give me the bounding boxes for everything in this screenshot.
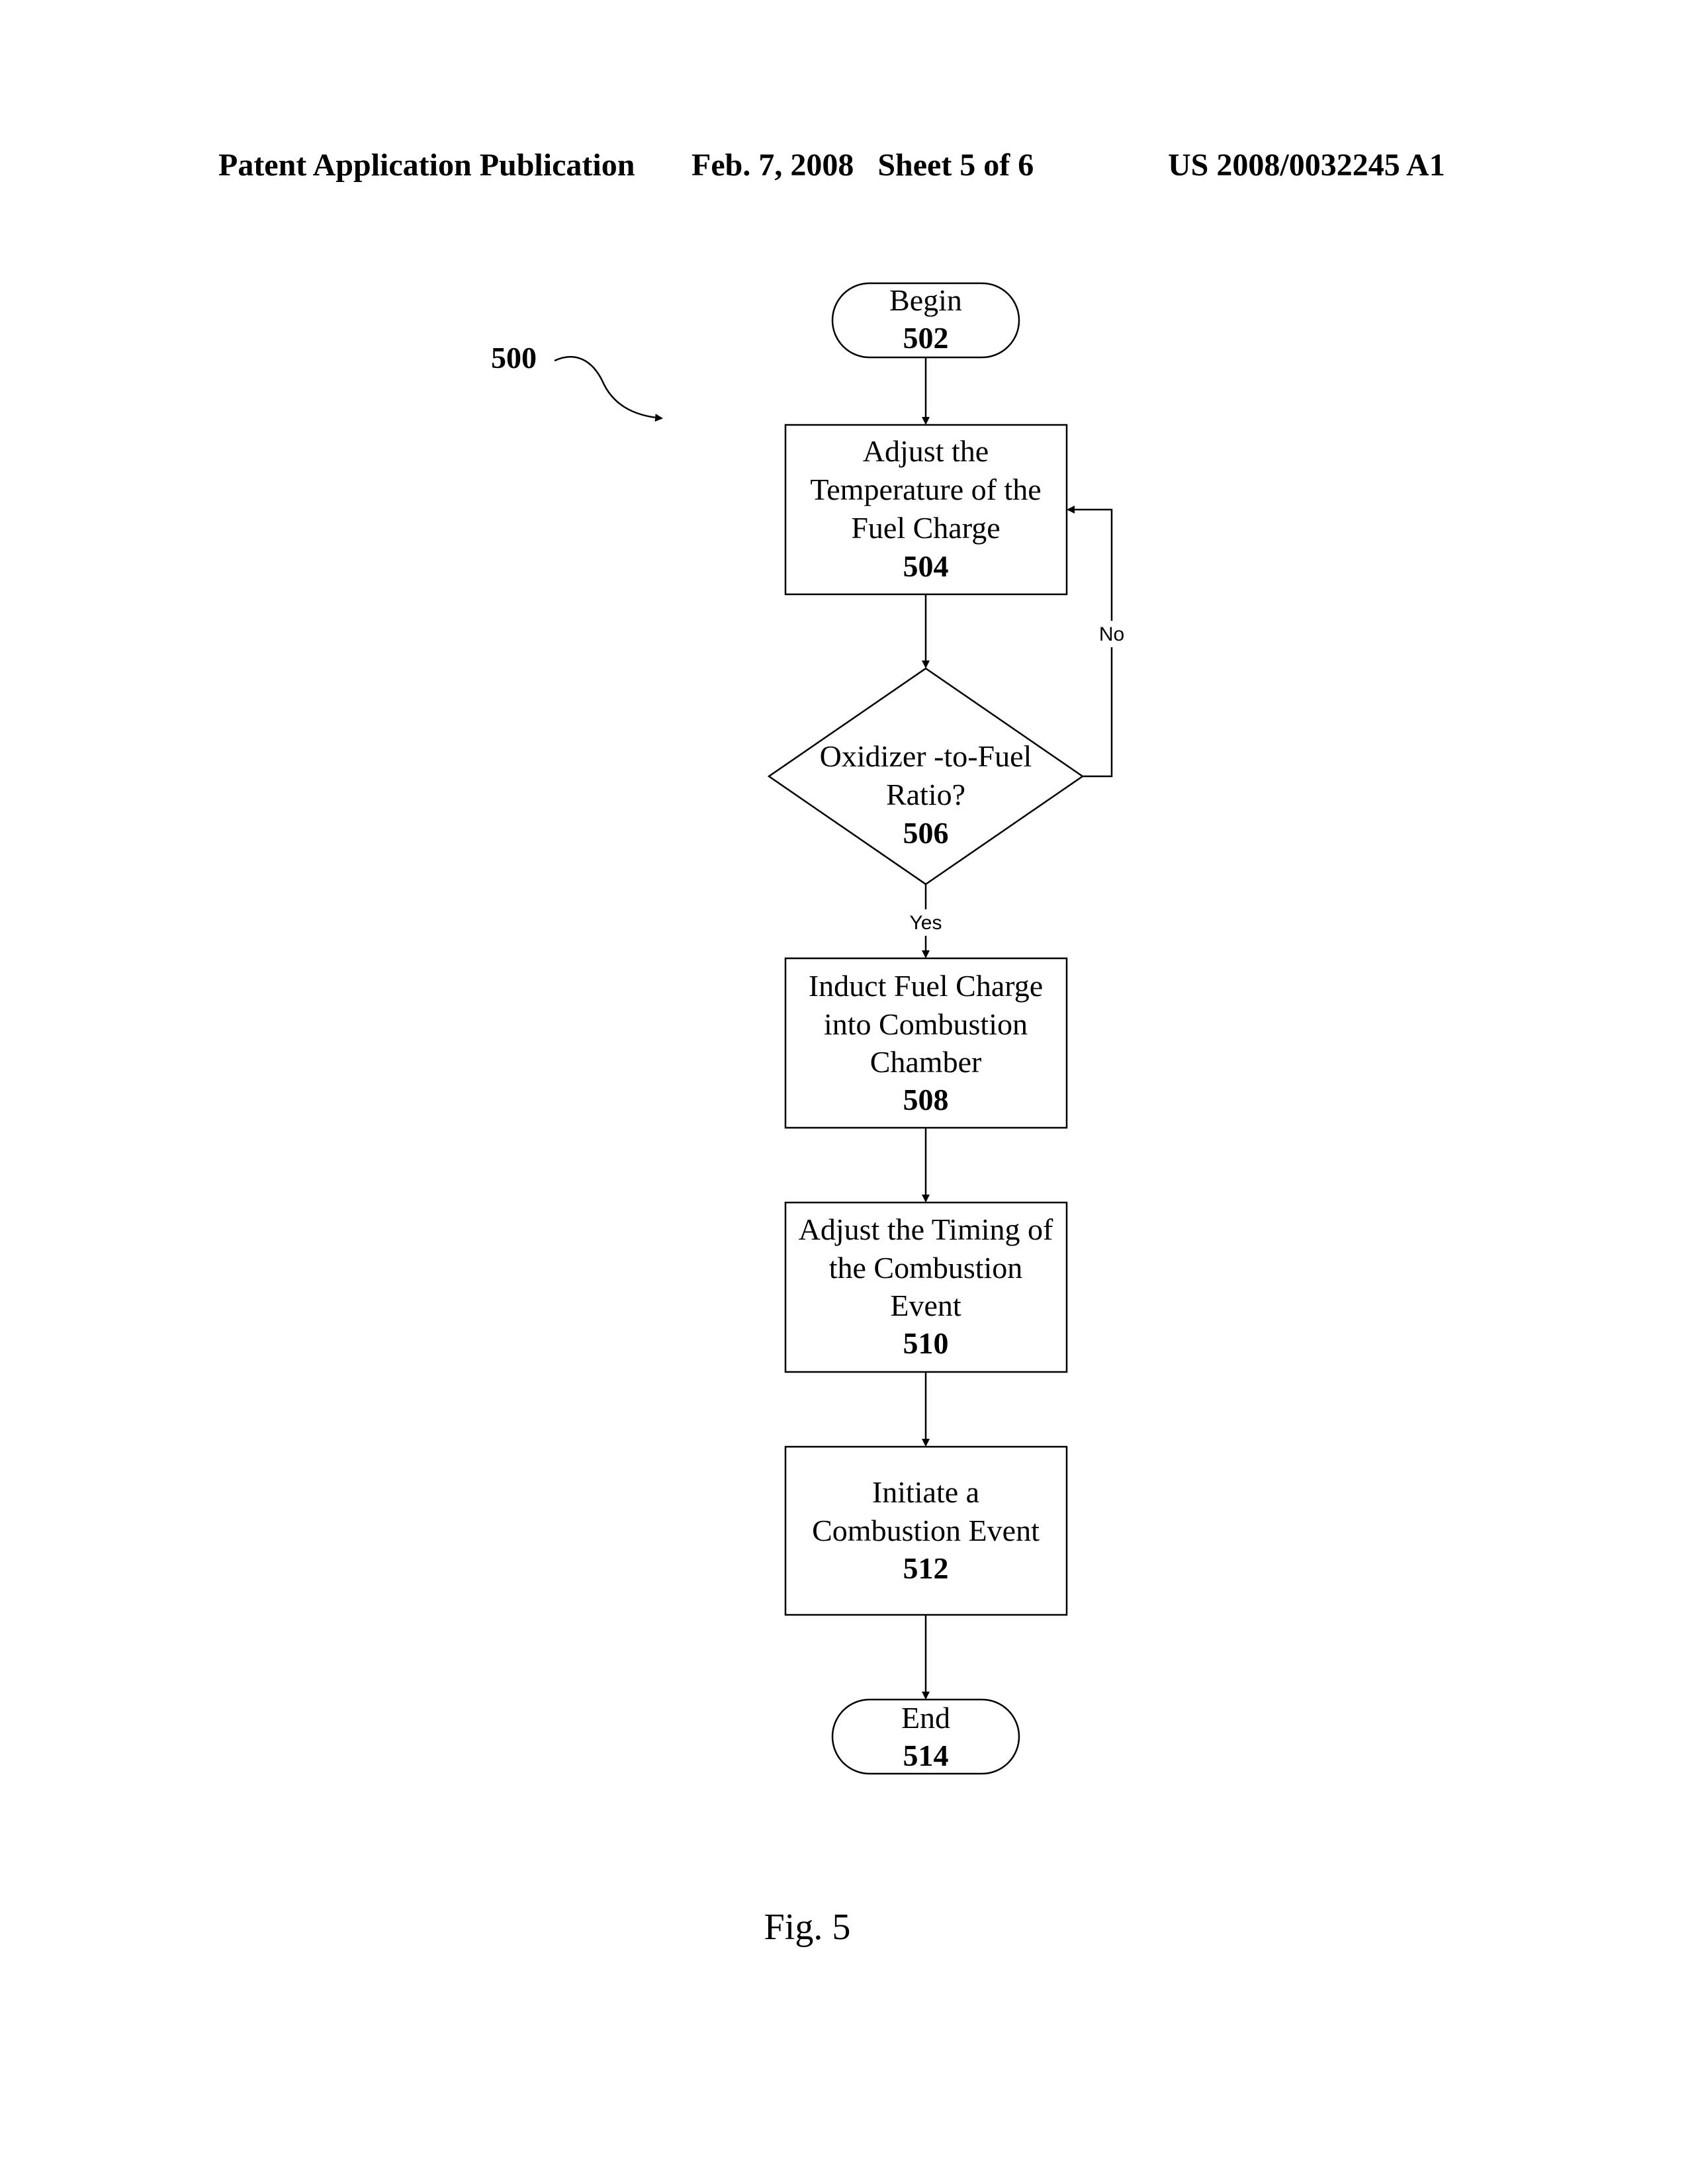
induct-line-3: Chamber [870, 1045, 982, 1079]
adjust-temperature-line-2: Temperature of the [810, 473, 1041, 506]
ratio-decision-line-1: Oxidizer -to-Fuel [820, 739, 1032, 773]
adjust-temperature-line-1: Adjust the [863, 434, 989, 468]
adjust-timing-line-2: the Combustion [829, 1251, 1023, 1285]
ratio-decision-diamond [769, 668, 1083, 884]
reference-leader-arrow [555, 357, 662, 418]
initiate-line-1: Initiate a [872, 1475, 979, 1509]
adjust-temperature-number: 504 [903, 549, 949, 583]
initiate-number: 512 [903, 1551, 949, 1585]
adjust-timing-number: 510 [903, 1326, 949, 1360]
reference-numeral-500: 500 [491, 341, 537, 375]
induct-number: 508 [903, 1083, 949, 1116]
adjust-timing-line-1: Adjust the Timing of [799, 1212, 1053, 1246]
end-label: End [901, 1701, 950, 1735]
induct-line-2: into Combustion [824, 1007, 1028, 1041]
no-edge-label: No [1099, 623, 1124, 645]
ratio-decision-number: 506 [903, 816, 949, 850]
adjust-timing-line-3: Event [890, 1289, 961, 1322]
adjust-temperature-line-3: Fuel Charge [851, 511, 1000, 545]
figure-caption: Fig. 5 [764, 1907, 851, 1948]
ratio-decision-line-2: Ratio? [886, 778, 965, 811]
end-number: 514 [903, 1739, 949, 1772]
initiate-line-2: Combustion Event [812, 1514, 1040, 1547]
yes-edge-label: Yes [910, 912, 942, 934]
induct-line-1: Induct Fuel Charge [809, 969, 1043, 1003]
begin-label: Begin [889, 283, 962, 317]
begin-number: 502 [903, 321, 949, 355]
